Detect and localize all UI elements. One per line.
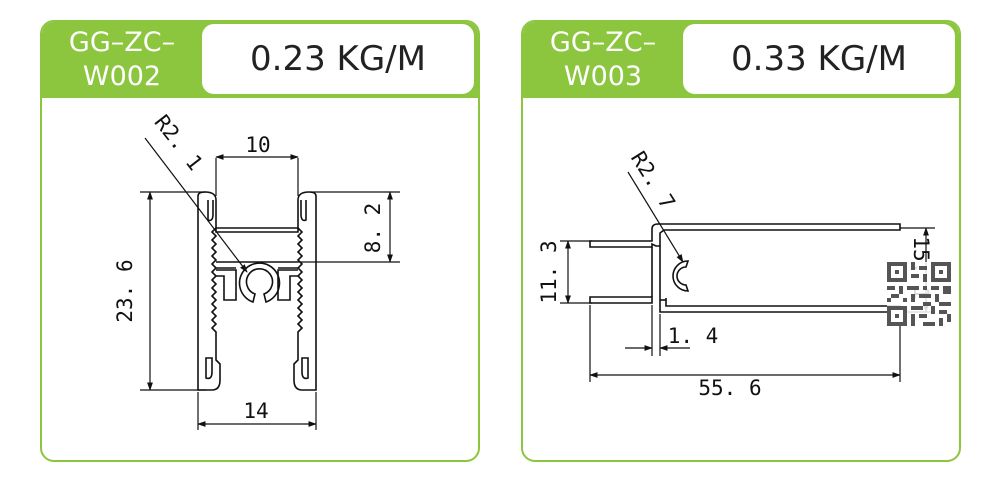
vertical-body <box>651 246 901 313</box>
right-wall <box>293 191 317 391</box>
model-code: GG–ZC– W003 <box>523 22 683 98</box>
card-header: GG–ZC– W003 0.33 KG/M <box>523 22 959 98</box>
dimensions-w003 <box>560 171 935 382</box>
weight-box: 0.33 KG/M <box>683 24 955 94</box>
model-code-line1: GG–ZC– <box>549 27 657 58</box>
weight-box: 0.23 KG/M <box>202 24 474 94</box>
weight-value: 0.33 KG/M <box>731 39 907 79</box>
upper-web <box>215 227 299 233</box>
dim-label-height: 23. 6 <box>113 259 137 322</box>
radius-leader <box>627 171 684 263</box>
right-wall-inner <box>300 200 307 222</box>
profile-drawing-w003 <box>589 223 901 313</box>
center-web-bottom <box>216 269 298 301</box>
model-code: GG–ZC– W002 <box>42 22 202 98</box>
qr-code-icon <box>887 262 951 326</box>
dim-label-height: 11. 3 <box>537 240 561 303</box>
bottom-flange <box>589 296 653 304</box>
center-web <box>216 261 298 269</box>
profile-drawing-w002 <box>197 191 317 391</box>
profile-card-w002: GG–ZC– W002 0.23 KG/M <box>40 20 480 462</box>
dimensions-w002 <box>140 137 400 430</box>
dim-label-radius: R2. 7 <box>626 147 680 213</box>
top-flange <box>589 223 901 248</box>
c-clip <box>238 262 281 304</box>
radius-leader <box>144 137 248 273</box>
left-wall-inner-bottom <box>205 357 213 380</box>
dim-label-thickness: 1. 4 <box>668 324 719 348</box>
card-header: GG–ZC– W002 0.23 KG/M <box>42 22 478 98</box>
model-code-line1: GG–ZC– <box>68 27 176 58</box>
left-wall <box>197 191 221 391</box>
dim-label-width: 55. 6 <box>698 376 761 400</box>
dim-label-top-gap: 10 <box>245 133 270 157</box>
right-wall-inner-bottom <box>301 357 309 380</box>
dim-label-radius: R2. 1 <box>150 110 208 175</box>
weight-value: 0.23 KG/M <box>250 39 426 79</box>
dim-label-slot: 8. 2 <box>361 203 385 254</box>
left-wall-inner <box>207 200 214 222</box>
dim-label-width: 14 <box>243 399 268 423</box>
model-code-line2: W003 <box>563 61 643 92</box>
c-clip <box>672 260 690 292</box>
model-code-line2: W002 <box>82 61 162 92</box>
profile-card-w003: GG–ZC– W003 0.33 KG/M <box>521 20 961 462</box>
